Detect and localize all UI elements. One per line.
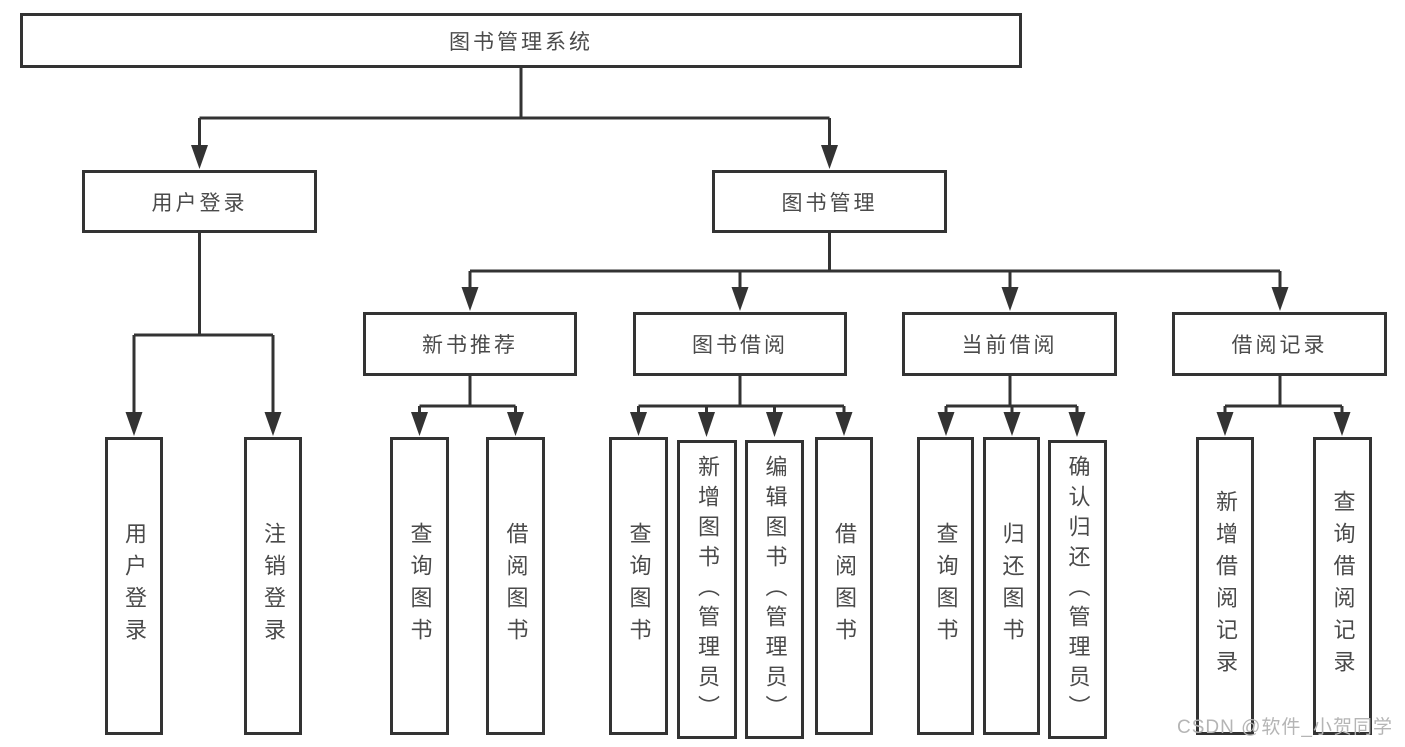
connector-current-borrow-to-leaves	[937, 376, 1086, 437]
leaf-br-add-record-label: 新增借阅记录	[1213, 490, 1238, 682]
node-current-borrow: 当前借阅	[902, 312, 1117, 376]
leaf-br-add-record: 新增借阅记录	[1196, 437, 1254, 735]
leaf-cb-confirm-return-admin-label: 确认归还（管理员）	[1065, 454, 1091, 725]
node-new-book-rec: 新书推荐	[363, 312, 577, 376]
leaf-cb-return-books-label: 归还图书	[999, 522, 1025, 650]
node-borrow-records: 借阅记录	[1172, 312, 1387, 376]
leaf-br-query-record: 查询借阅记录	[1313, 437, 1372, 735]
node-book-borrow-label: 图书借阅	[692, 334, 788, 357]
leaf-bb-add-book-admin-label: 新增图书（管理员）	[695, 454, 720, 725]
leaf-nbr-query-books-label: 查询图书	[407, 522, 433, 650]
leaf-user-login: 用户登录	[105, 437, 163, 735]
leaf-logout: 注销登录	[244, 437, 302, 735]
leaf-nbr-query-books: 查询图书	[390, 437, 449, 735]
leaf-cb-return-books: 归还图书	[983, 437, 1040, 735]
leaf-bb-borrow-books: 借阅图书	[815, 437, 873, 735]
node-current-borrow-label: 当前借阅	[961, 334, 1058, 357]
leaf-bb-query-books: 查询图书	[609, 437, 668, 735]
leaf-user-login-label: 用户登录	[122, 522, 147, 650]
leaf-cb-confirm-return-admin: 确认归还（管理员）	[1048, 440, 1107, 739]
connector-book-mgmt-to-level3	[461, 233, 1289, 311]
leaf-cb-query-books: 查询图书	[917, 437, 974, 735]
connector-borrow-records-to-leaves	[1216, 376, 1351, 436]
node-book-mgmt-label: 图书管理	[781, 191, 878, 215]
connector-user-login-to-leaves	[125, 233, 282, 436]
node-book-borrow: 图书借阅	[633, 312, 847, 376]
leaf-bb-edit-book-admin: 编辑图书（管理员）	[745, 440, 804, 739]
connector-new-book-rec-to-leaves	[411, 376, 524, 436]
leaf-bb-add-book-admin: 新增图书（管理员）	[677, 440, 737, 739]
leaf-br-query-record-label: 查询借阅记录	[1330, 490, 1356, 682]
leaf-nbr-borrow-books-label: 借阅图书	[503, 522, 529, 650]
node-user-login: 用户登录	[82, 170, 317, 233]
node-book-mgmt: 图书管理	[712, 170, 947, 233]
csdn-watermark: CSDN @软件_小贺同学	[1177, 717, 1393, 738]
leaf-bb-edit-book-admin-label: 编辑图书（管理员）	[762, 454, 788, 725]
node-root: 图书管理系统	[20, 13, 1022, 68]
node-user-login-label: 用户登录	[151, 191, 248, 215]
node-borrow-records-label: 借阅记录	[1231, 334, 1328, 357]
connector-book-borrow-to-leaves	[630, 376, 853, 437]
leaf-bb-query-books-label: 查询图书	[626, 522, 652, 650]
leaf-nbr-borrow-books: 借阅图书	[486, 437, 545, 735]
leaf-cb-query-books-label: 查询图书	[933, 522, 959, 650]
node-root-label: 图书管理系统	[449, 30, 593, 54]
node-new-book-rec-label: 新书推荐	[422, 334, 518, 357]
leaf-logout-label: 注销登录	[261, 522, 286, 650]
connector-root-to-level2	[191, 68, 838, 169]
leaf-bb-borrow-books-label: 借阅图书	[832, 522, 857, 650]
